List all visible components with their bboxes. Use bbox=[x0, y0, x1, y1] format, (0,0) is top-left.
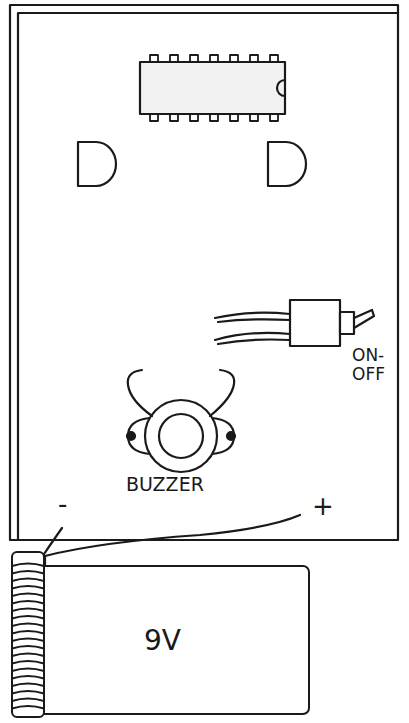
polarity-label: - bbox=[58, 490, 67, 519]
buzzer bbox=[127, 370, 235, 472]
positive-wire bbox=[45, 515, 300, 556]
ic-chip bbox=[140, 62, 285, 114]
part-label: BUZZER bbox=[126, 474, 204, 495]
circuit-board bbox=[10, 5, 398, 540]
toggle-switch bbox=[215, 300, 374, 346]
battery: 9V bbox=[15, 565, 310, 715]
board-edge bbox=[18, 13, 398, 540]
ic-pins bbox=[150, 55, 278, 121]
led-right bbox=[268, 142, 306, 186]
polarity-label: + bbox=[312, 492, 334, 521]
switch-label: ON- OFF bbox=[352, 346, 398, 383]
led-left bbox=[78, 142, 116, 186]
voltage-label: 9V bbox=[144, 624, 181, 657]
